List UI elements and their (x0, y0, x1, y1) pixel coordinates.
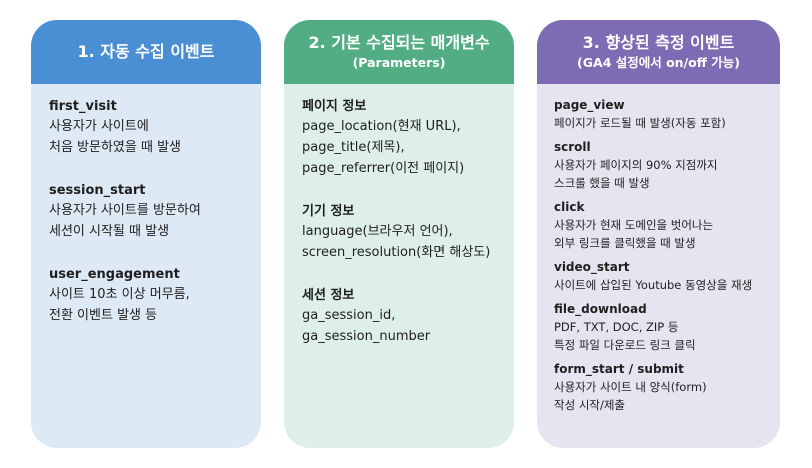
section-line: page_referrer(이전 페이지) (302, 161, 465, 176)
section-line: 페이지가 로드될 때 발생(자동 포함) (554, 116, 726, 130)
card-body: page_view 페이지가 로드될 때 발생(자동 포함) scroll 사용… (537, 84, 780, 414)
card-title: 1. 자동 수집 이벤트 (77, 42, 215, 61)
section-title: file_download (554, 302, 647, 316)
section-line: 사용자가 현재 도메인을 벗어나는 (554, 218, 714, 232)
section-line: 세션이 시작될 때 발생 (49, 224, 170, 239)
event-video-start: video_start 사이트에 삽입된 Youtube 동영상을 재생 (554, 259, 770, 294)
section-line: 사이트 10초 이상 머무름, (49, 287, 190, 302)
card-body: 페이지 정보 page_location(현재 URL), page_title… (284, 84, 514, 347)
section-line: ga_session_id, (302, 308, 396, 323)
card-header: 2. 기본 수집되는 매개변수 (Parameters) (284, 20, 514, 84)
event-first-visit: first_visit 사용자가 사이트에 처음 방문하였을 때 발생 (49, 98, 245, 158)
section-line: 특정 파일 다운로드 링크 클릭 (554, 338, 696, 352)
section-line: page_location(현재 URL), (302, 119, 461, 134)
section-line: 스크롤 했을 때 발생 (554, 176, 650, 190)
section-session-info: 세션 정보 ga_session_id, ga_session_number (302, 287, 498, 347)
section-title: scroll (554, 140, 591, 154)
card-header: 1. 자동 수집 이벤트 (31, 20, 261, 84)
section-line: 전환 이벤트 발생 등 (49, 308, 158, 323)
section-line: 사용자가 사이트에 (49, 119, 149, 134)
section-title: first_visit (49, 99, 117, 114)
section-line: 처음 방문하였을 때 발생 (49, 140, 181, 155)
event-scroll: scroll 사용자가 페이지의 90% 지점까지 스크롤 했을 때 발생 (554, 139, 770, 192)
section-title: video_start (554, 260, 630, 274)
section-line: page_title(제목), (302, 140, 405, 155)
section-title: click (554, 200, 585, 214)
event-session-start: session_start 사용자가 사이트를 방문하여 세션이 시작될 때 발… (49, 182, 245, 242)
section-device-info: 기기 정보 language(브라우저 언어), screen_resoluti… (302, 203, 498, 263)
section-line: screen_resolution(화면 해상도) (302, 245, 491, 260)
event-click: click 사용자가 현재 도메인을 벗어나는 외부 링크를 클릭했을 때 발생 (554, 199, 770, 252)
card-subtitle: (GA4 설정에서 on/off 가능) (577, 54, 740, 70)
section-line: 사이트에 삽입된 Youtube 동영상을 재생 (554, 278, 753, 292)
default-parameters-card: 2. 기본 수집되는 매개변수 (Parameters) 페이지 정보 page… (284, 20, 514, 448)
section-line: language(브라우저 언어), (302, 224, 453, 239)
event-user-engagement: user_engagement 사이트 10초 이상 머무름, 전환 이벤트 발… (49, 266, 245, 326)
section-title: 페이지 정보 (302, 99, 367, 114)
section-title: 기기 정보 (302, 204, 355, 219)
section-line: PDF, TXT, DOC, ZIP 등 (554, 320, 679, 334)
event-page-view: page_view 페이지가 로드될 때 발생(자동 포함) (554, 97, 770, 132)
section-title: session_start (49, 183, 146, 198)
card-subtitle: (Parameters) (352, 54, 446, 70)
section-page-info: 페이지 정보 page_location(현재 URL), page_title… (302, 98, 498, 179)
section-line: 사용자가 페이지의 90% 지점까지 (554, 158, 718, 172)
card-header: 3. 향상된 측정 이벤트 (GA4 설정에서 on/off 가능) (537, 20, 780, 84)
section-title: 세션 정보 (302, 288, 355, 303)
section-line: 외부 링크를 클릭했을 때 발생 (554, 236, 696, 250)
event-form-start-submit: form_start / submit 사용자가 사이트 내 양식(form) … (554, 361, 770, 414)
section-line: ga_session_number (302, 329, 431, 344)
section-line: 사용자가 사이트를 방문하여 (49, 203, 201, 218)
auto-collected-events-card: 1. 자동 수집 이벤트 first_visit 사용자가 사이트에 처음 방문… (31, 20, 261, 448)
card-body: first_visit 사용자가 사이트에 처음 방문하였을 때 발생 sess… (31, 84, 261, 326)
section-title: page_view (554, 98, 625, 112)
card-title: 3. 향상된 측정 이벤트 (582, 32, 735, 52)
section-title: user_engagement (49, 267, 180, 282)
card-title: 2. 기본 수집되는 매개변수 (308, 32, 490, 52)
section-line: 사용자가 사이트 내 양식(form) (554, 380, 707, 394)
enhanced-measurement-card: 3. 향상된 측정 이벤트 (GA4 설정에서 on/off 가능) page_… (537, 20, 780, 448)
event-file-download: file_download PDF, TXT, DOC, ZIP 등 특정 파일… (554, 301, 770, 354)
section-line: 작성 시작/제출 (554, 398, 626, 412)
section-title: form_start / submit (554, 362, 684, 376)
